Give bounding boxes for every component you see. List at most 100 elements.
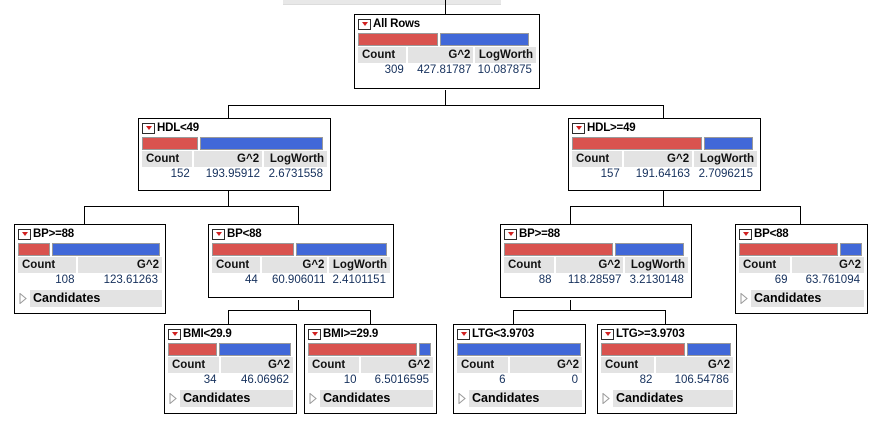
- red-triangle-menu-icon[interactable]: [504, 228, 517, 240]
- column-header-g2: G^2: [624, 151, 695, 167]
- class-proportion-bar: [142, 137, 327, 150]
- tree-node-bp-lt-88-left[interactable]: BP<88 Count G^2 LogWorth 44 60.906011 2.…: [208, 224, 394, 298]
- candidates-label[interactable]: Candidates: [469, 390, 582, 407]
- candidates-label[interactable]: Candidates: [180, 390, 293, 407]
- candidates-row[interactable]: Candidates: [168, 390, 293, 407]
- connector: [228, 190, 229, 206]
- connector: [84, 206, 85, 224]
- red-triangle-menu-icon[interactable]: [308, 328, 321, 340]
- value-count: 6: [499, 374, 506, 386]
- node-title-row[interactable]: BP>=88: [18, 227, 162, 241]
- stats-value-row: 108 123.61263: [18, 273, 162, 288]
- tree-node-bp-ge-88-right[interactable]: BP>=88 Count G^2 LogWorth 88 118.28597 3…: [500, 224, 692, 298]
- red-triangle-menu-icon[interactable]: [457, 328, 470, 340]
- red-triangle-menu-icon[interactable]: [739, 228, 752, 240]
- node-title-row[interactable]: LTG>=3.9703: [601, 327, 733, 341]
- red-triangle-menu-icon[interactable]: [168, 328, 181, 340]
- candidates-row[interactable]: Candidates: [18, 290, 162, 307]
- node-title: BMI<29.9: [183, 328, 232, 340]
- stats-value-row: 152 193.95912 2.6731558: [142, 167, 327, 182]
- column-header-count: Count: [504, 257, 556, 273]
- column-header-logworth: LogWorth: [630, 259, 685, 271]
- bar-segment-red: [18, 243, 50, 256]
- red-triangle-menu-icon[interactable]: [18, 228, 31, 240]
- tree-node-bp-lt-88-right[interactable]: BP<88 Count G^2 69 63.761094 Candidates: [735, 224, 868, 314]
- connector: [665, 310, 666, 324]
- red-triangle-menu-icon[interactable]: [358, 18, 371, 30]
- red-triangle-menu-icon[interactable]: [601, 328, 614, 340]
- node-title-row[interactable]: BP<88: [739, 227, 864, 241]
- value-count: 82: [639, 374, 653, 386]
- class-proportion-bar: [212, 243, 390, 256]
- triangle-right-icon[interactable]: [457, 393, 467, 404]
- candidates-label[interactable]: Candidates: [320, 390, 433, 407]
- bar-segment-red: [142, 137, 198, 150]
- column-header-g2: G^2: [408, 47, 476, 63]
- stats-header-row: Count G^2 LogWorth: [504, 257, 688, 273]
- red-triangle-menu-icon[interactable]: [572, 122, 585, 134]
- bar-segment-red: [572, 137, 702, 150]
- bar-segment-blue: [218, 343, 292, 356]
- triangle-right-icon[interactable]: [308, 393, 318, 404]
- candidates-label[interactable]: Candidates: [613, 390, 733, 407]
- triangle-right-icon[interactable]: [601, 393, 611, 404]
- candidates-label[interactable]: Candidates: [751, 290, 864, 307]
- tree-node-bmi-lt-29-9[interactable]: BMI<29.9 Count G^2 34 46.06962 Candidate…: [164, 324, 297, 414]
- node-title: BP<88: [754, 228, 789, 240]
- stats-value-row: 10 6.5016595: [308, 373, 433, 388]
- connector: [228, 105, 663, 106]
- node-title: All Rows: [373, 18, 420, 30]
- column-header-logworth: LogWorth: [478, 49, 533, 61]
- tree-node-hdl-ge-49[interactable]: HDL>=49 Count G^2 LogWorth 157 191.64163…: [568, 118, 761, 191]
- red-triangle-menu-icon[interactable]: [212, 228, 225, 240]
- column-header-logworth: LogWorth: [332, 259, 387, 271]
- node-title-row[interactable]: LTG<3.9703: [457, 327, 582, 341]
- column-header-g2: G^2: [407, 359, 430, 371]
- column-header-count: Count: [572, 151, 624, 167]
- value-g2: 191.64163: [635, 168, 691, 180]
- triangle-right-icon[interactable]: [739, 293, 749, 304]
- node-title: BMI>=29.9: [323, 328, 379, 340]
- node-title: HDL<49: [157, 122, 199, 134]
- stats-header-row: Count G^2: [308, 357, 433, 373]
- column-header-logworth: LogWorth: [699, 153, 754, 165]
- candidates-row[interactable]: Candidates: [739, 290, 864, 307]
- red-triangle-menu-icon[interactable]: [142, 122, 155, 134]
- node-title-row[interactable]: BP<88: [212, 227, 390, 241]
- triangle-right-icon[interactable]: [168, 393, 178, 404]
- node-title-row[interactable]: All Rows: [358, 17, 536, 31]
- value-logworth: 2.7096215: [698, 168, 753, 180]
- column-header-logworth: LogWorth: [269, 153, 324, 165]
- tree-node-all-rows[interactable]: All Rows Count G^2 LogWorth 309 427.8178…: [354, 14, 540, 89]
- tree-node-ltg-lt-3-9703[interactable]: LTG<3.9703 Count G^2 6 0 Candidates: [453, 324, 586, 414]
- connector: [298, 206, 299, 224]
- connector: [570, 300, 571, 310]
- tree-node-hdl-lt-49[interactable]: HDL<49 Count G^2 LogWorth 152 193.95912 …: [138, 118, 331, 191]
- value-count: 157: [600, 168, 620, 180]
- node-title-row[interactable]: BMI<29.9: [168, 327, 293, 341]
- node-title: BP>=88: [519, 228, 560, 240]
- class-proportion-bar: [18, 243, 162, 256]
- candidates-row[interactable]: Candidates: [457, 390, 582, 407]
- tree-node-bp-ge-88-left[interactable]: BP>=88 Count G^2 108 123.61263 Candidate…: [14, 224, 166, 314]
- column-header-g2: G^2: [707, 359, 730, 371]
- value-g2: 193.95912: [205, 168, 261, 180]
- candidates-row[interactable]: Candidates: [308, 390, 433, 407]
- connector: [228, 310, 229, 324]
- node-title-row[interactable]: BP>=88: [504, 227, 688, 241]
- tree-node-bmi-ge-29-9[interactable]: BMI>=29.9 Count G^2 10 6.5016595 Candida…: [304, 324, 437, 414]
- node-title-row[interactable]: BMI>=29.9: [308, 327, 433, 341]
- column-header-g2: G^2: [556, 359, 579, 371]
- triangle-right-icon[interactable]: [18, 293, 28, 304]
- column-header-g2: G^2: [556, 257, 626, 273]
- candidates-row[interactable]: Candidates: [601, 390, 733, 407]
- node-title: LTG>=3.9703: [616, 328, 685, 340]
- node-title-row[interactable]: HDL<49: [142, 121, 327, 135]
- candidates-label[interactable]: Candidates: [30, 290, 162, 307]
- connector: [445, 90, 446, 105]
- value-g2: 0: [571, 374, 578, 386]
- node-title: LTG<3.9703: [472, 328, 535, 340]
- node-title-row[interactable]: HDL>=49: [572, 121, 757, 135]
- tree-node-ltg-ge-3-9703[interactable]: LTG>=3.9703 Count G^2 82 106.54786 Candi…: [597, 324, 737, 414]
